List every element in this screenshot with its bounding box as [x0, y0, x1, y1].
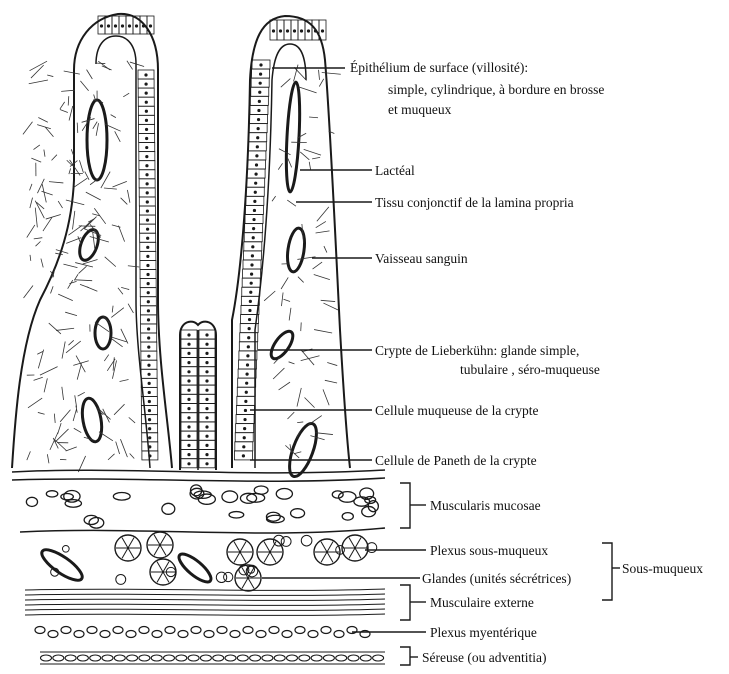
serosa-band	[40, 652, 385, 664]
label-paneth-cell: Cellule de Paneth de la crypte	[375, 453, 537, 468]
lacteal-left	[87, 100, 107, 180]
label-epithelium-3: et muqueux	[388, 102, 452, 117]
label-blood-vessel: Vaisseau sanguin	[375, 251, 468, 266]
label-epithelium-1: Épithélium de surface (villosité):	[350, 60, 528, 75]
intestinal-wall-drawing	[12, 14, 620, 665]
label-crypt-mucous-cell: Cellule muqueuse de la crypte	[375, 403, 538, 418]
label-crypt-2: tubulaire , séro-muqueuse	[460, 362, 600, 377]
submucosa-band	[20, 528, 385, 591]
label-muscularis-mucosae: Muscularis mucosae	[430, 498, 541, 513]
label-lamina-propria: Tissu conjonctif de la lamina propria	[375, 195, 574, 210]
label-epithelium-2: simple, cylindrique, à bordure en brosse	[388, 82, 604, 97]
label-glands: Glandes (unités sécrétrices)	[422, 571, 571, 586]
label-crypt-1: Crypte de Lieberkühn: glande simple,	[375, 343, 579, 358]
label-serosa: Séreuse (ou adventitia)	[422, 650, 546, 665]
label-submucosal-plexus: Plexus sous-muqueux	[430, 543, 548, 558]
blood-vessel	[285, 227, 307, 273]
label-myenteric-plexus: Plexus myentérique	[430, 625, 537, 640]
label-muscularis-externa: Musculaire externe	[430, 595, 534, 610]
crypt-of-lieberkuhn	[180, 322, 216, 470]
label-lacteal: Lactéal	[375, 163, 415, 178]
muscularis-externa-band	[25, 589, 385, 638]
muscularis-mucosae-band	[12, 470, 385, 528]
label-submucosa: Sous-muqueux	[622, 561, 703, 576]
